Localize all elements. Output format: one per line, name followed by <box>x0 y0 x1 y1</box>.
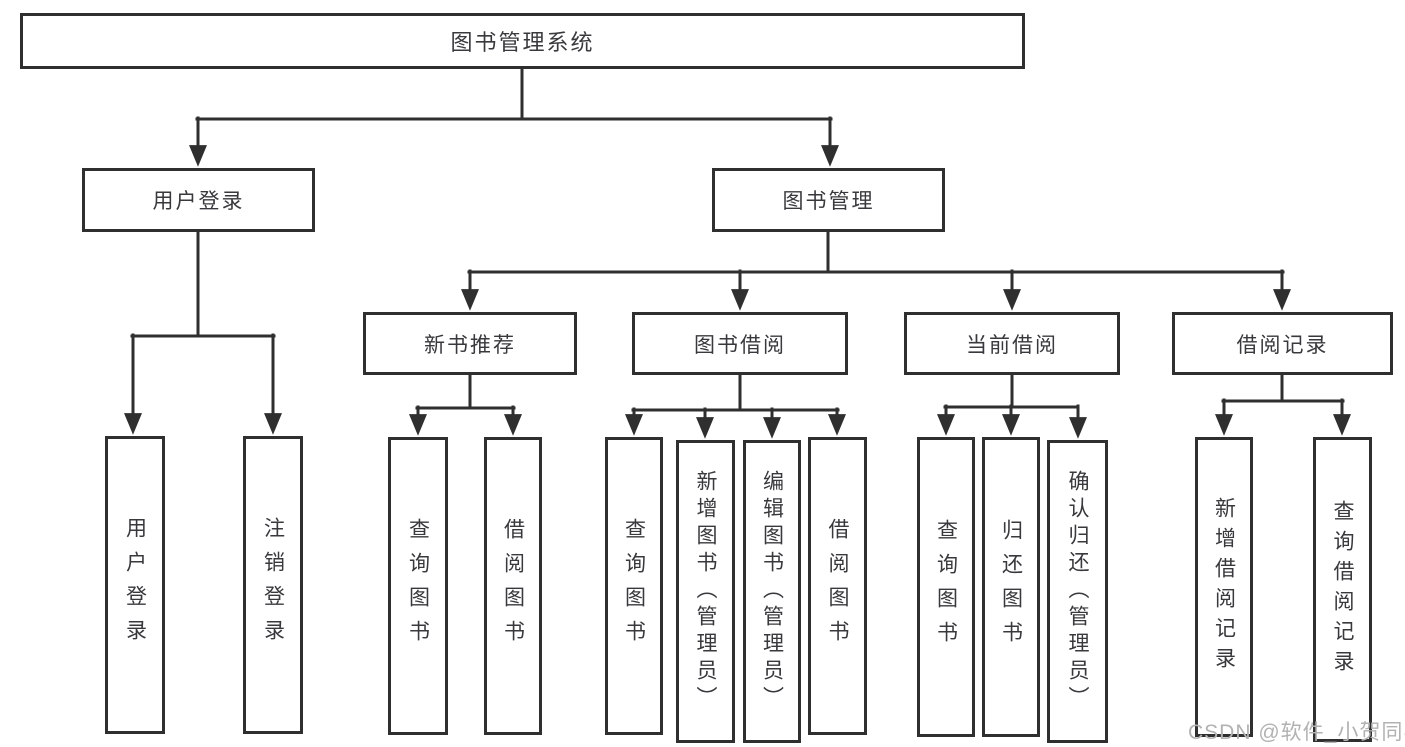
csdn-watermark: CSDN @软件_小贺同学 <box>1188 721 1405 744</box>
leaf-current-query-books: 查询图书 <box>917 437 975 737</box>
node-book-management: 图书管理 <box>712 168 945 232</box>
node-borrow-records: 借阅记录 <box>1172 312 1393 375</box>
leaf-borrow-edit-books-admin: 编辑图书（管理员） <box>743 440 801 743</box>
node-user-login: 用户登录 <box>82 168 315 232</box>
leaf-newbook-query-books: 查询图书 <box>388 437 448 735</box>
leaf-current-confirm-return-admin: 确认归还（管理员） <box>1047 440 1108 743</box>
leaf-logout: 注销登录 <box>243 436 303 734</box>
node-book-borrow: 图书借阅 <box>632 312 848 375</box>
leaf-borrow-add-books-admin: 新增图书（管理员） <box>676 440 735 743</box>
leaf-user-login: 用户登录 <box>105 436 165 734</box>
leaf-records-query-record: 查询借阅记录 <box>1313 437 1372 742</box>
leaf-records-add-record: 新增借阅记录 <box>1195 437 1253 737</box>
leaf-borrow-query-books: 查询图书 <box>605 437 663 735</box>
node-current-borrow: 当前借阅 <box>904 312 1120 375</box>
leaf-newbook-borrow-books: 借阅图书 <box>484 437 542 735</box>
node-new-book-recommend: 新书推荐 <box>363 312 577 375</box>
node-root-system: 图书管理系统 <box>20 13 1025 69</box>
leaf-borrow-borrow-books: 借阅图书 <box>808 437 867 735</box>
leaf-current-return-books: 归还图书 <box>982 437 1040 737</box>
